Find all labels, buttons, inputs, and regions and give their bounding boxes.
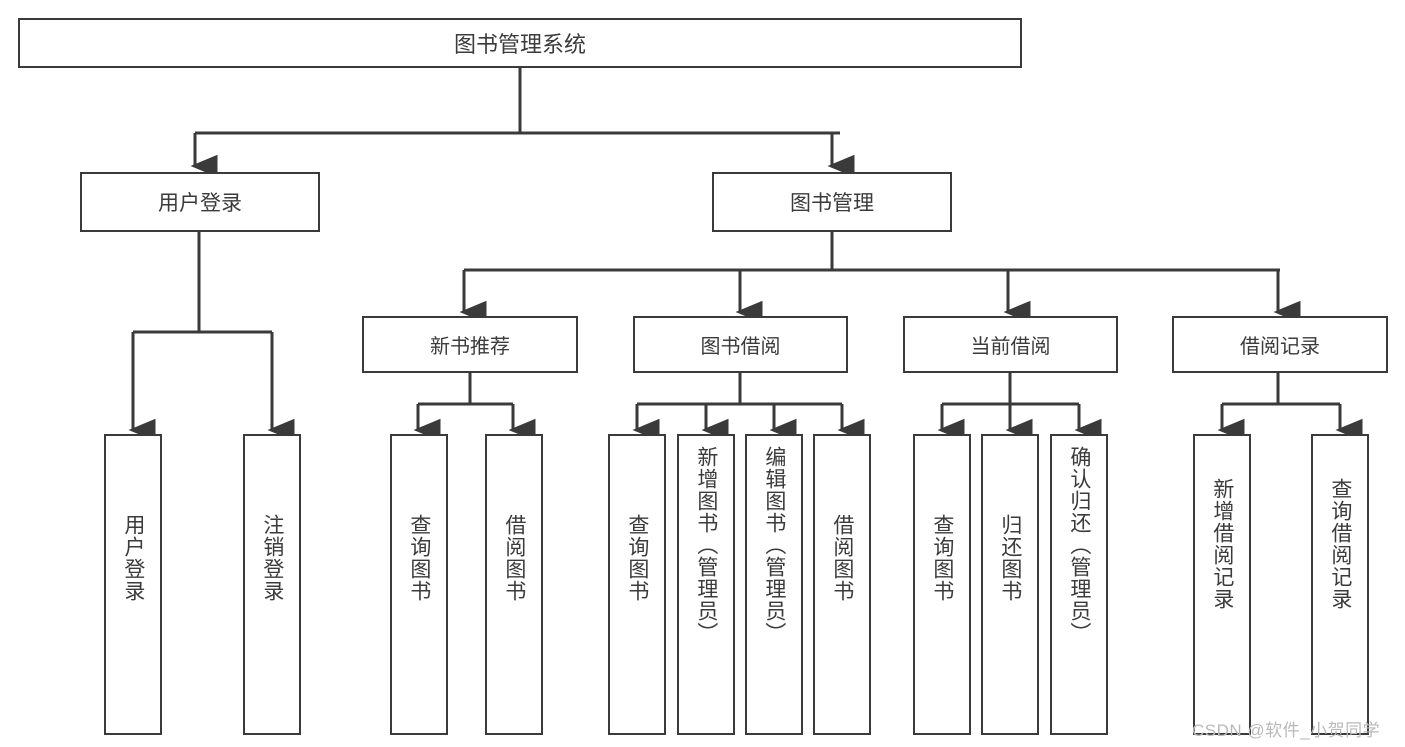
- node-label: 查询图书: [407, 514, 431, 602]
- node-borrow-record[interactable]: 借阅记录: [1172, 316, 1388, 373]
- leaf-user-login-signin[interactable]: 用户登录: [104, 434, 162, 735]
- leaf-user-login-signout[interactable]: 注销登录: [243, 434, 301, 735]
- node-book-management[interactable]: 图书管理: [712, 172, 952, 232]
- leaf-new-book-borrow-book[interactable]: 借阅图书: [485, 434, 543, 735]
- node-label: 确认归还（管理员）: [1067, 446, 1091, 644]
- leaf-book-borrow-query-book[interactable]: 查询图书: [608, 434, 666, 735]
- node-label: 图书管理: [790, 192, 874, 215]
- node-label: 借阅图书: [502, 514, 526, 602]
- leaf-current-borrow-confirm-return-admin[interactable]: 确认归还（管理员）: [1050, 434, 1108, 735]
- node-label: 图书借阅: [700, 336, 781, 358]
- leaf-book-borrow-edit-book-admin[interactable]: 编辑图书（管理员）: [745, 434, 803, 735]
- leaf-new-book-query-book[interactable]: 查询图书: [390, 434, 448, 735]
- node-user-login[interactable]: 用户登录: [80, 172, 320, 232]
- leaf-book-borrow-borrow-book[interactable]: 借阅图书: [813, 434, 871, 735]
- leaf-borrow-record-add-record[interactable]: 新增借阅记录: [1193, 434, 1251, 735]
- leaf-book-borrow-add-book-admin[interactable]: 新增图书（管理员）: [677, 434, 735, 735]
- leaf-current-borrow-query-book[interactable]: 查询图书: [913, 434, 971, 735]
- node-label: 归还图书: [998, 514, 1022, 602]
- node-root-book-management-system[interactable]: 图书管理系统: [18, 18, 1022, 68]
- node-label: 注销登录: [260, 514, 284, 602]
- node-label: 借阅记录: [1240, 336, 1320, 358]
- leaf-current-borrow-return-book[interactable]: 归还图书: [981, 434, 1039, 735]
- node-label: 当前借阅: [970, 336, 1051, 358]
- node-current-borrow[interactable]: 当前借阅: [903, 316, 1118, 373]
- leaf-borrow-record-query-record[interactable]: 查询借阅记录: [1311, 434, 1369, 735]
- node-label: 用户登录: [121, 514, 145, 602]
- node-label: 查询图书: [930, 514, 954, 602]
- node-label: 新书推荐: [430, 336, 510, 358]
- node-label: 借阅图书: [830, 514, 854, 602]
- node-label: 新增借阅记录: [1210, 478, 1234, 610]
- node-label: 图书管理系统: [453, 32, 586, 57]
- node-label: 编辑图书（管理员）: [762, 446, 786, 644]
- node-label: 查询图书: [625, 514, 649, 602]
- node-label: 查询借阅记录: [1328, 478, 1352, 610]
- node-new-book-recommend[interactable]: 新书推荐: [362, 316, 578, 373]
- node-book-borrow[interactable]: 图书借阅: [633, 316, 848, 373]
- watermark: CSDN @软件_小贺同学: [1192, 721, 1381, 740]
- node-label: 用户登录: [158, 192, 242, 215]
- node-label: 新增图书（管理员）: [694, 446, 718, 644]
